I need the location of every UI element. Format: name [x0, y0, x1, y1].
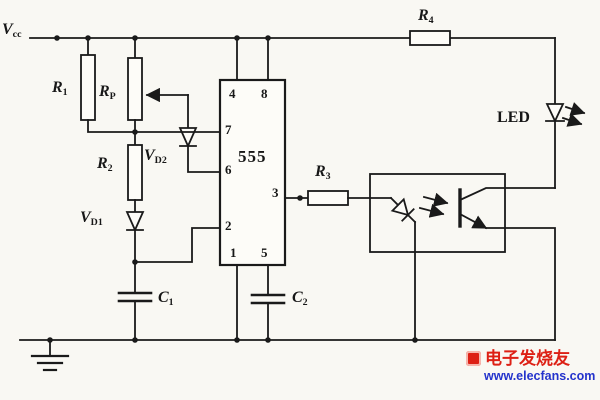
vd1-label: VD1 [80, 209, 103, 228]
ic-pin-4-label: 4 [229, 86, 236, 101]
junction-dots [47, 35, 418, 343]
vd2-label: VD2 [144, 147, 167, 166]
vcc-label: Vcc [2, 21, 22, 40]
r2-label: R2 [97, 155, 113, 174]
diode-vd1-symbol [125, 211, 145, 263]
ic-pin-1-label: 1 [230, 245, 237, 260]
optocoupler-transistor-symbol [458, 187, 556, 341]
diode-vd2-symbol [178, 127, 221, 173]
ic-555-body [218, 37, 287, 341]
wire-pin2 [134, 227, 221, 263]
elecfans-logo-icon [466, 351, 481, 366]
resistor-r2-symbol [127, 131, 143, 213]
ic-pin-8-label: 8 [261, 86, 268, 101]
led-symbol [545, 37, 586, 189]
ic-pin-2-label: 2 [225, 218, 232, 233]
c1-label: C1 [158, 289, 174, 308]
r1-label: R1 [52, 79, 68, 98]
potentiometer-rp-symbol [127, 37, 189, 133]
ic-pin-6-label: 6 [225, 162, 232, 177]
resistor-r4-symbol [409, 30, 451, 46]
watermark-site-url: www.elecfans.com [484, 369, 596, 383]
rp-label: RP [99, 83, 116, 102]
resistor-r1-symbol [80, 37, 136, 133]
optocoupler-box [369, 173, 506, 253]
capacitor-c2-symbol [250, 264, 286, 341]
ic-pin-5-label: 5 [261, 245, 268, 260]
led-label: LED [497, 109, 530, 126]
watermark-site-name: 电子发烧友 [485, 349, 570, 368]
ground-symbol [30, 339, 70, 372]
watermark: 电子发烧友 www.elecfans.com [466, 350, 595, 383]
resistor-r3-symbol [284, 190, 392, 206]
ic-pin-7-label: 7 [225, 122, 232, 137]
ic-555-label: 555 [238, 147, 267, 166]
optocoupler-led-symbol [389, 192, 449, 341]
r4-label: R4 [418, 7, 434, 26]
r3-label: R3 [315, 163, 331, 182]
c2-label: C2 [292, 289, 308, 308]
ic-pin-3-label: 3 [272, 185, 279, 200]
capacitor-c1-symbol [117, 261, 153, 341]
